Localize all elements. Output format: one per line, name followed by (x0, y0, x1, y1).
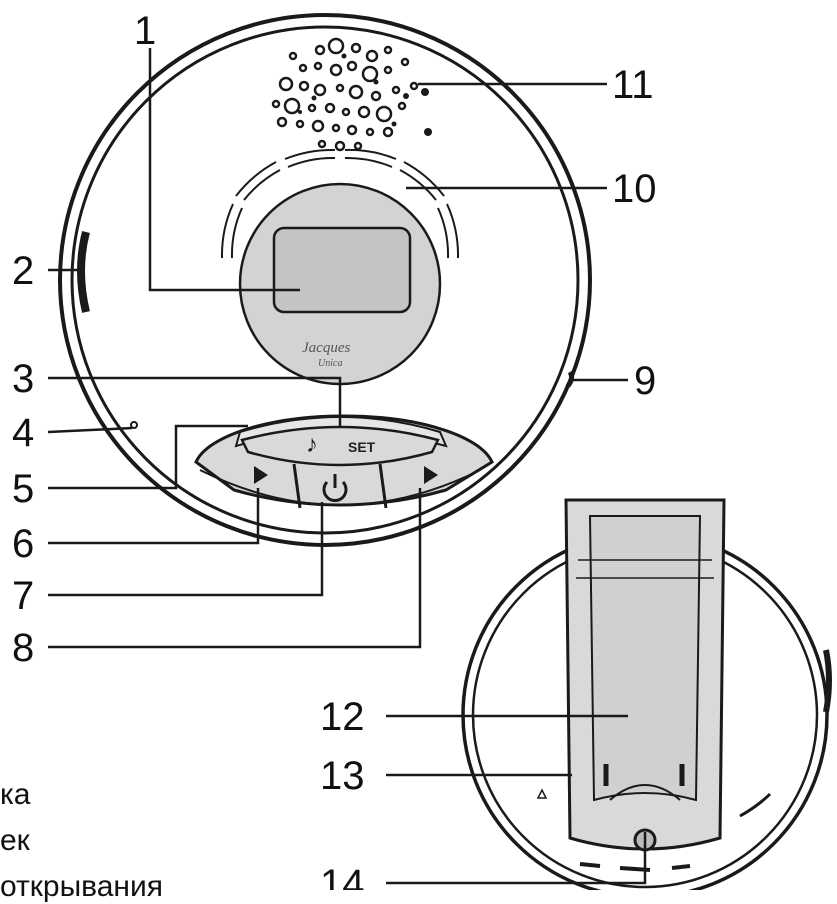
legend-fragment-2: ек (0, 824, 30, 857)
mic-hole (130, 421, 138, 429)
brand-logo-line2: Unica (318, 358, 342, 369)
back-side-button (823, 649, 832, 713)
back-rim-notches (579, 862, 691, 872)
side-socket-right (565, 370, 575, 388)
callout-4: 4 (12, 411, 34, 455)
brand-logo-line1: Jacques (302, 340, 350, 356)
set-button (240, 425, 440, 467)
set-label: SET (348, 439, 376, 455)
side-button-left (77, 230, 90, 313)
front-outer-rim (58, 13, 592, 547)
speaker-grille (271, 37, 419, 152)
callout-1: 1 (134, 9, 156, 53)
back-view (461, 498, 832, 890)
legend-fragment-3: открывания (0, 870, 163, 903)
panel-bottom-shadow (199, 469, 481, 506)
open-arrow-icon (536, 788, 548, 799)
front-view: Jacques Unica ♪ SET (58, 13, 592, 547)
front-inner-rim (70, 25, 580, 535)
back-rim-notch-right (739, 792, 772, 818)
legend-fragment-1: ка (0, 778, 31, 811)
belt-clip-inner (588, 515, 702, 802)
callout-7: 7 (12, 574, 34, 618)
play-right-icon (424, 466, 438, 484)
button-divider-left (292, 463, 302, 509)
callout-10: 10 (612, 167, 657, 211)
power-icon (322, 480, 348, 502)
lcd-screen (272, 226, 412, 314)
speaker-dots (298, 53, 432, 136)
play-left-icon (254, 466, 268, 484)
callout-13: 13 (320, 754, 365, 798)
callout-2: 2 (12, 249, 34, 293)
callout-14: 14 (320, 862, 365, 890)
callout-5: 5 (12, 467, 34, 511)
callout-9: 9 (634, 359, 656, 403)
leader-lines (47, 48, 647, 885)
callout-11: 11 (612, 63, 654, 107)
music-note-icon: ♪ (306, 431, 318, 458)
clip-arch (609, 784, 681, 801)
callout-8: 8 (12, 626, 34, 670)
led-ring (220, 148, 460, 259)
callout-12: 12 (320, 695, 365, 739)
callout-3: 3 (12, 357, 34, 401)
callout-6: 6 (12, 522, 34, 566)
